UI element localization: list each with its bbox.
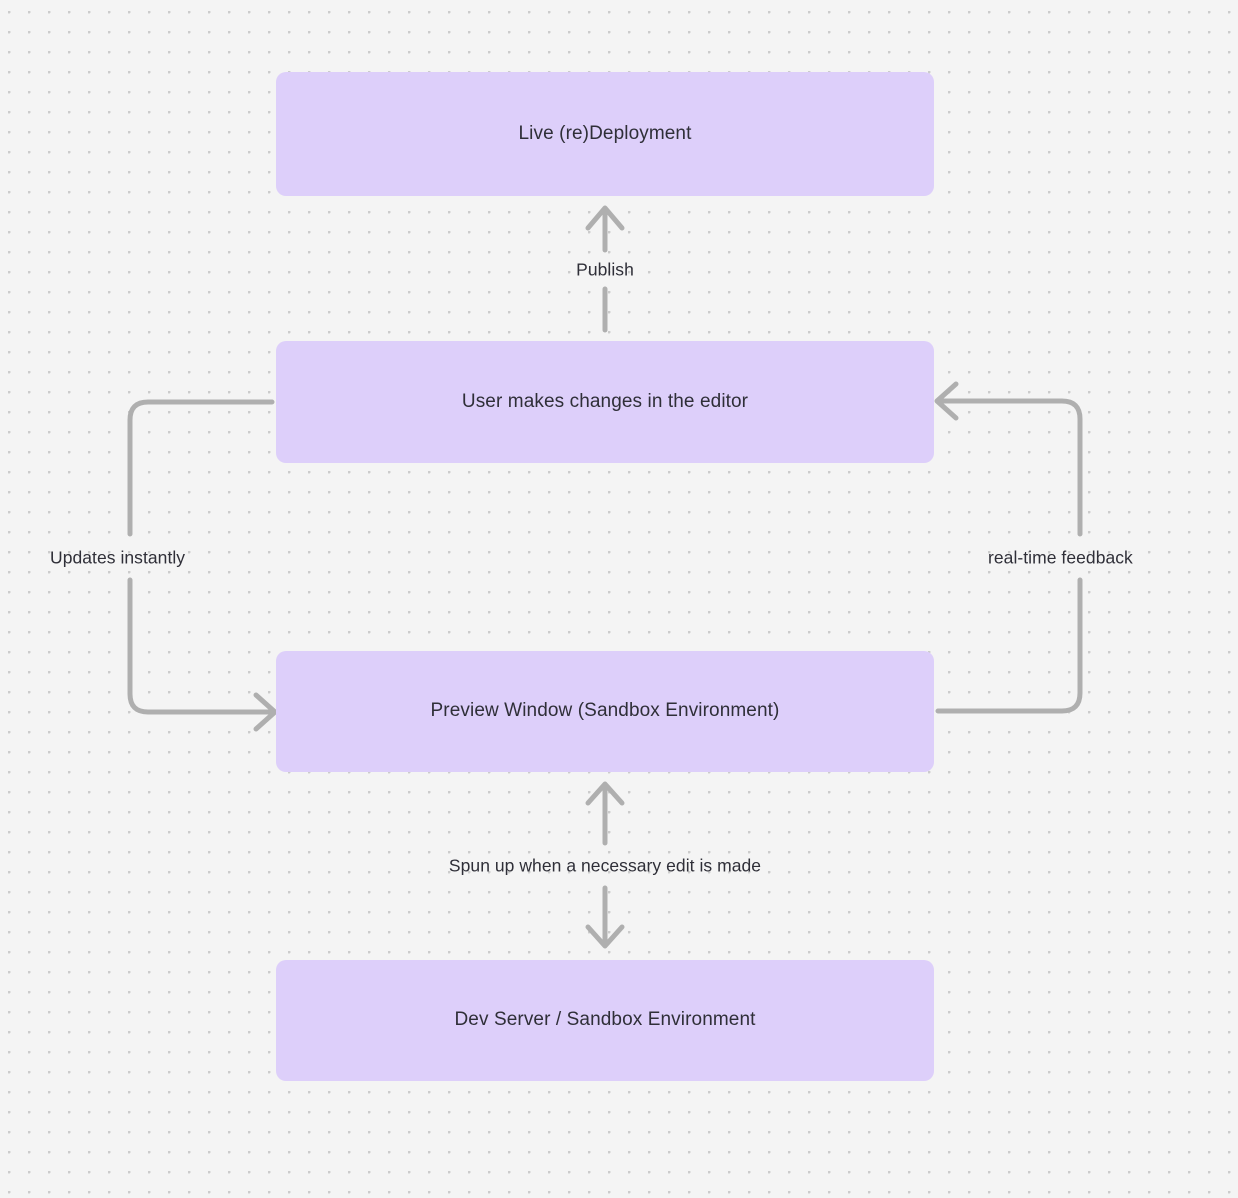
edge-label-spun-up: Spun up when a necessary edit is made	[448, 855, 762, 876]
node-label: Preview Window (Sandbox Environment)	[430, 700, 780, 722]
edge-label-real-time-feedback: real-time feedback	[988, 547, 1133, 568]
edge-label-publish: Publish	[576, 259, 634, 280]
node-label: Dev Server / Sandbox Environment	[454, 1009, 756, 1031]
node-preview-window[interactable]: Preview Window (Sandbox Environment)	[276, 651, 934, 772]
node-dev-server[interactable]: Dev Server / Sandbox Environment	[276, 960, 934, 1081]
node-label: Live (re)Deployment	[518, 122, 692, 144]
node-label: User makes changes in the editor	[461, 390, 749, 412]
node-live-deployment[interactable]: Live (re)Deployment	[276, 72, 934, 196]
edge-label-updates-instantly: Updates instantly	[50, 547, 186, 568]
node-user-edits[interactable]: User makes changes in the editor	[276, 341, 934, 463]
